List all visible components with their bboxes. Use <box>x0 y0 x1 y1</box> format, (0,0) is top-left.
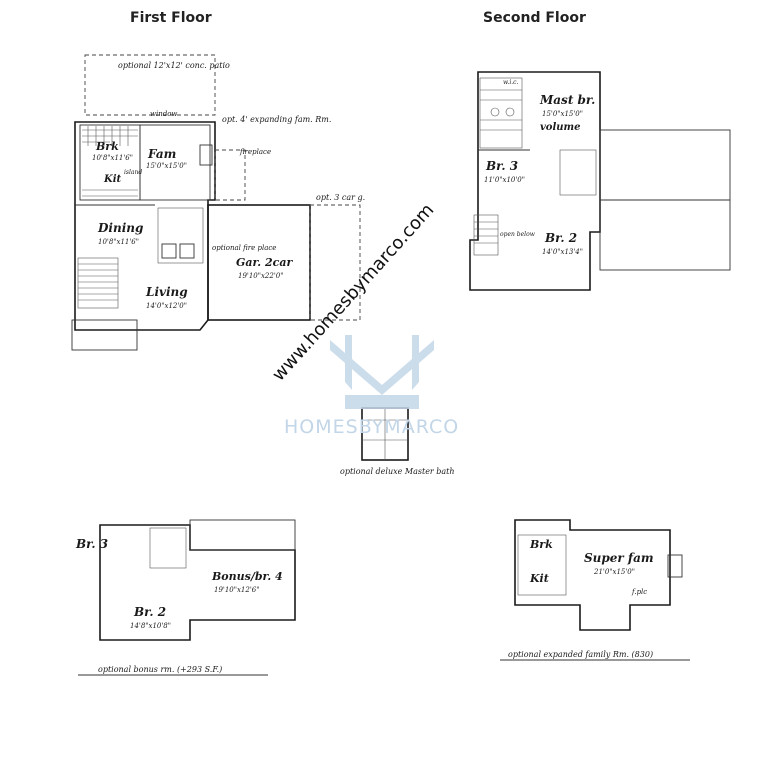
kitchen-label: Kit <box>103 174 121 185</box>
bedroom-2-label: Br. 2 <box>544 231 577 245</box>
expanded-family-outline <box>514 519 671 631</box>
second-floor-plan: w.i.c. Mast br. 15'0"x15'0" volume Br. 3… <box>469 71 731 291</box>
family-room <box>139 124 211 201</box>
super-fam-dims: 21'0"x15'0" <box>593 568 635 576</box>
optional-expanding-room-label: opt. 4' expanding fam. Rm. <box>222 115 331 124</box>
family-room-dims: 15'0"x15'0" <box>146 162 187 170</box>
expanded-family-plan: Brk Kit Super fam 21'0"x15'0" f.plc opti… <box>500 519 690 661</box>
expanded-kitchen-cabinets <box>517 534 567 596</box>
homesbymarco-logo-icon <box>330 335 434 409</box>
island-label: island <box>124 169 142 176</box>
dining-label: Dining <box>97 221 143 235</box>
powder-laundry <box>157 207 204 264</box>
living-dims: 14'0"x12'0" <box>146 302 187 310</box>
master-bedroom-dims: 15'0"x15'0" <box>542 110 583 118</box>
family-room-label: Fam <box>147 147 176 161</box>
garage-dims: 19'10"x22'0" <box>238 272 283 280</box>
fireplace-box <box>199 144 213 166</box>
kitchen-cabinet-hatch <box>82 126 138 197</box>
master-bedroom-label: Mast br. <box>539 93 595 107</box>
expanded-family-caption: optional expanded family Rm. (830) <box>508 650 653 659</box>
expanded-fireplace-box <box>667 554 683 578</box>
dryer-icon <box>179 243 195 259</box>
optional-patio-outline <box>84 54 216 116</box>
volume-label: volume <box>540 122 581 133</box>
breakfast-dims: 10'8"x11'6" <box>92 154 133 162</box>
fireplace-label: fireplace <box>239 148 271 156</box>
hall-bath <box>559 149 597 196</box>
optional-third-car-bay <box>309 204 361 321</box>
bonus-br2-label: Br. 2 <box>133 605 166 619</box>
optional-patio-label: optional 12'x12' conc. patio <box>118 61 230 70</box>
living-label: Living <box>145 285 188 299</box>
bedroom-3-dims: 11'0"x10'0" <box>484 176 525 184</box>
watermark: HOMESBYMARCO www.homesbymarco.com <box>268 200 459 438</box>
dining-dims: 10'8"x11'6" <box>98 238 139 246</box>
walk-in-closet-label: w.i.c. <box>503 79 519 86</box>
optional-expanding-room <box>214 149 246 201</box>
bonus-br2-dims: 14'8"x10'8" <box>130 622 171 630</box>
garage-label: Gar. 2car <box>236 256 293 269</box>
first-floor-plan: optional 12'x12' conc. patio Brk 10'8"x1… <box>71 54 365 351</box>
optional-fireplace-label: optional fire place <box>212 244 276 252</box>
washer-icon <box>161 243 177 259</box>
first-floor-title: First Floor <box>130 10 212 26</box>
watermark-brand: HOMESBYMARCO <box>284 416 459 438</box>
second-floor-stair <box>473 214 499 256</box>
breakfast-label: Brk <box>95 140 119 153</box>
open-below-label: open below <box>500 231 536 238</box>
expanded-kitchen-label: Kit <box>529 572 549 585</box>
bonus-bath <box>149 527 187 569</box>
super-fam-label: Super fam <box>584 551 654 565</box>
optional-third-car-label: opt. 3 car g. <box>316 193 365 202</box>
front-porch <box>71 319 138 351</box>
bonus-br3-label: Br. 3 <box>75 537 108 551</box>
expanded-breakfast-label: Brk <box>529 538 553 551</box>
bedroom-3-label: Br. 3 <box>485 159 518 173</box>
first-floor-stair <box>77 257 119 309</box>
bonus-room-dims: 19'10"x12'6" <box>214 586 259 594</box>
fireplace-short-label: f.plc <box>631 588 647 596</box>
window-label: window <box>150 110 177 118</box>
second-floor-title: Second Floor <box>483 10 586 26</box>
deluxe-bath-caption: optional deluxe Master bath <box>340 467 455 476</box>
bonus-room-label: Bonus/br. 4 <box>211 570 283 583</box>
bonus-roof-outline <box>189 519 296 551</box>
second-floor-outline <box>469 71 601 291</box>
garage-outline <box>207 204 311 321</box>
bonus-caption: optional bonus rm. (+293 S.F.) <box>98 665 222 674</box>
master-bath <box>479 77 523 149</box>
bonus-room-plan: Br. 3 Bonus/br. 4 19'10"x12'6" Br. 2 14'… <box>75 519 296 676</box>
bedroom-2-dims: 14'0"x13'4" <box>542 248 583 256</box>
